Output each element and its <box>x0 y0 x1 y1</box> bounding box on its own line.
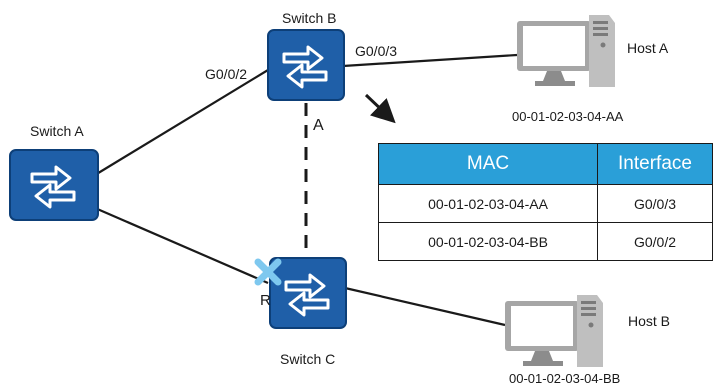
link-a-c <box>94 206 269 285</box>
host-a-label: Host A <box>627 40 669 56</box>
host-b-desktop-computer-icon[interactable] <box>505 295 603 367</box>
switch-b-icon[interactable] <box>267 29 345 101</box>
column-header-interface: Interface <box>597 143 713 185</box>
host-a-desktop-computer-icon[interactable] <box>517 15 615 87</box>
link-b-host-a <box>342 53 518 68</box>
table-row: 00-01-02-03-04-AA G0/0/3 <box>378 184 713 223</box>
mac-cell: 00-01-02-03-04-BB <box>378 222 598 261</box>
link-c-host-b <box>344 286 506 327</box>
switch-c-icon[interactable] <box>269 257 347 329</box>
link-a-b <box>94 69 269 176</box>
host-b-label: Host B <box>628 313 671 329</box>
table-header-row: MAC Interface <box>378 143 713 185</box>
table-row: 00-01-02-03-04-BB G0/0/2 <box>378 222 713 261</box>
host-b-mac: 00-01-02-03-04-BB <box>509 371 621 386</box>
mac-address-table: MAC Interface 00-01-02-03-04-AA G0/0/3 0… <box>378 143 713 261</box>
switch-c-label: Switch C <box>280 351 336 367</box>
port-label-b-to-host-a: G0/0/3 <box>355 43 398 59</box>
blocked-port-label: R <box>260 292 271 309</box>
switch-b-label: Switch B <box>282 10 337 26</box>
host-a-mac: 00-01-02-03-04-AA <box>512 109 624 124</box>
interface-cell: G0/0/3 <box>597 184 713 223</box>
switch-a-icon[interactable] <box>9 149 99 221</box>
link-label-a: A <box>313 117 324 134</box>
blocked-x-icon <box>254 258 282 286</box>
switch-a-label: Switch A <box>30 123 84 139</box>
port-label-b-to-a: G0/0/2 <box>205 66 248 82</box>
interface-cell: G0/0/2 <box>597 222 713 261</box>
mac-cell: 00-01-02-03-04-AA <box>378 184 598 223</box>
arrow-down-right-icon <box>364 93 396 124</box>
column-header-mac: MAC <box>378 143 598 185</box>
